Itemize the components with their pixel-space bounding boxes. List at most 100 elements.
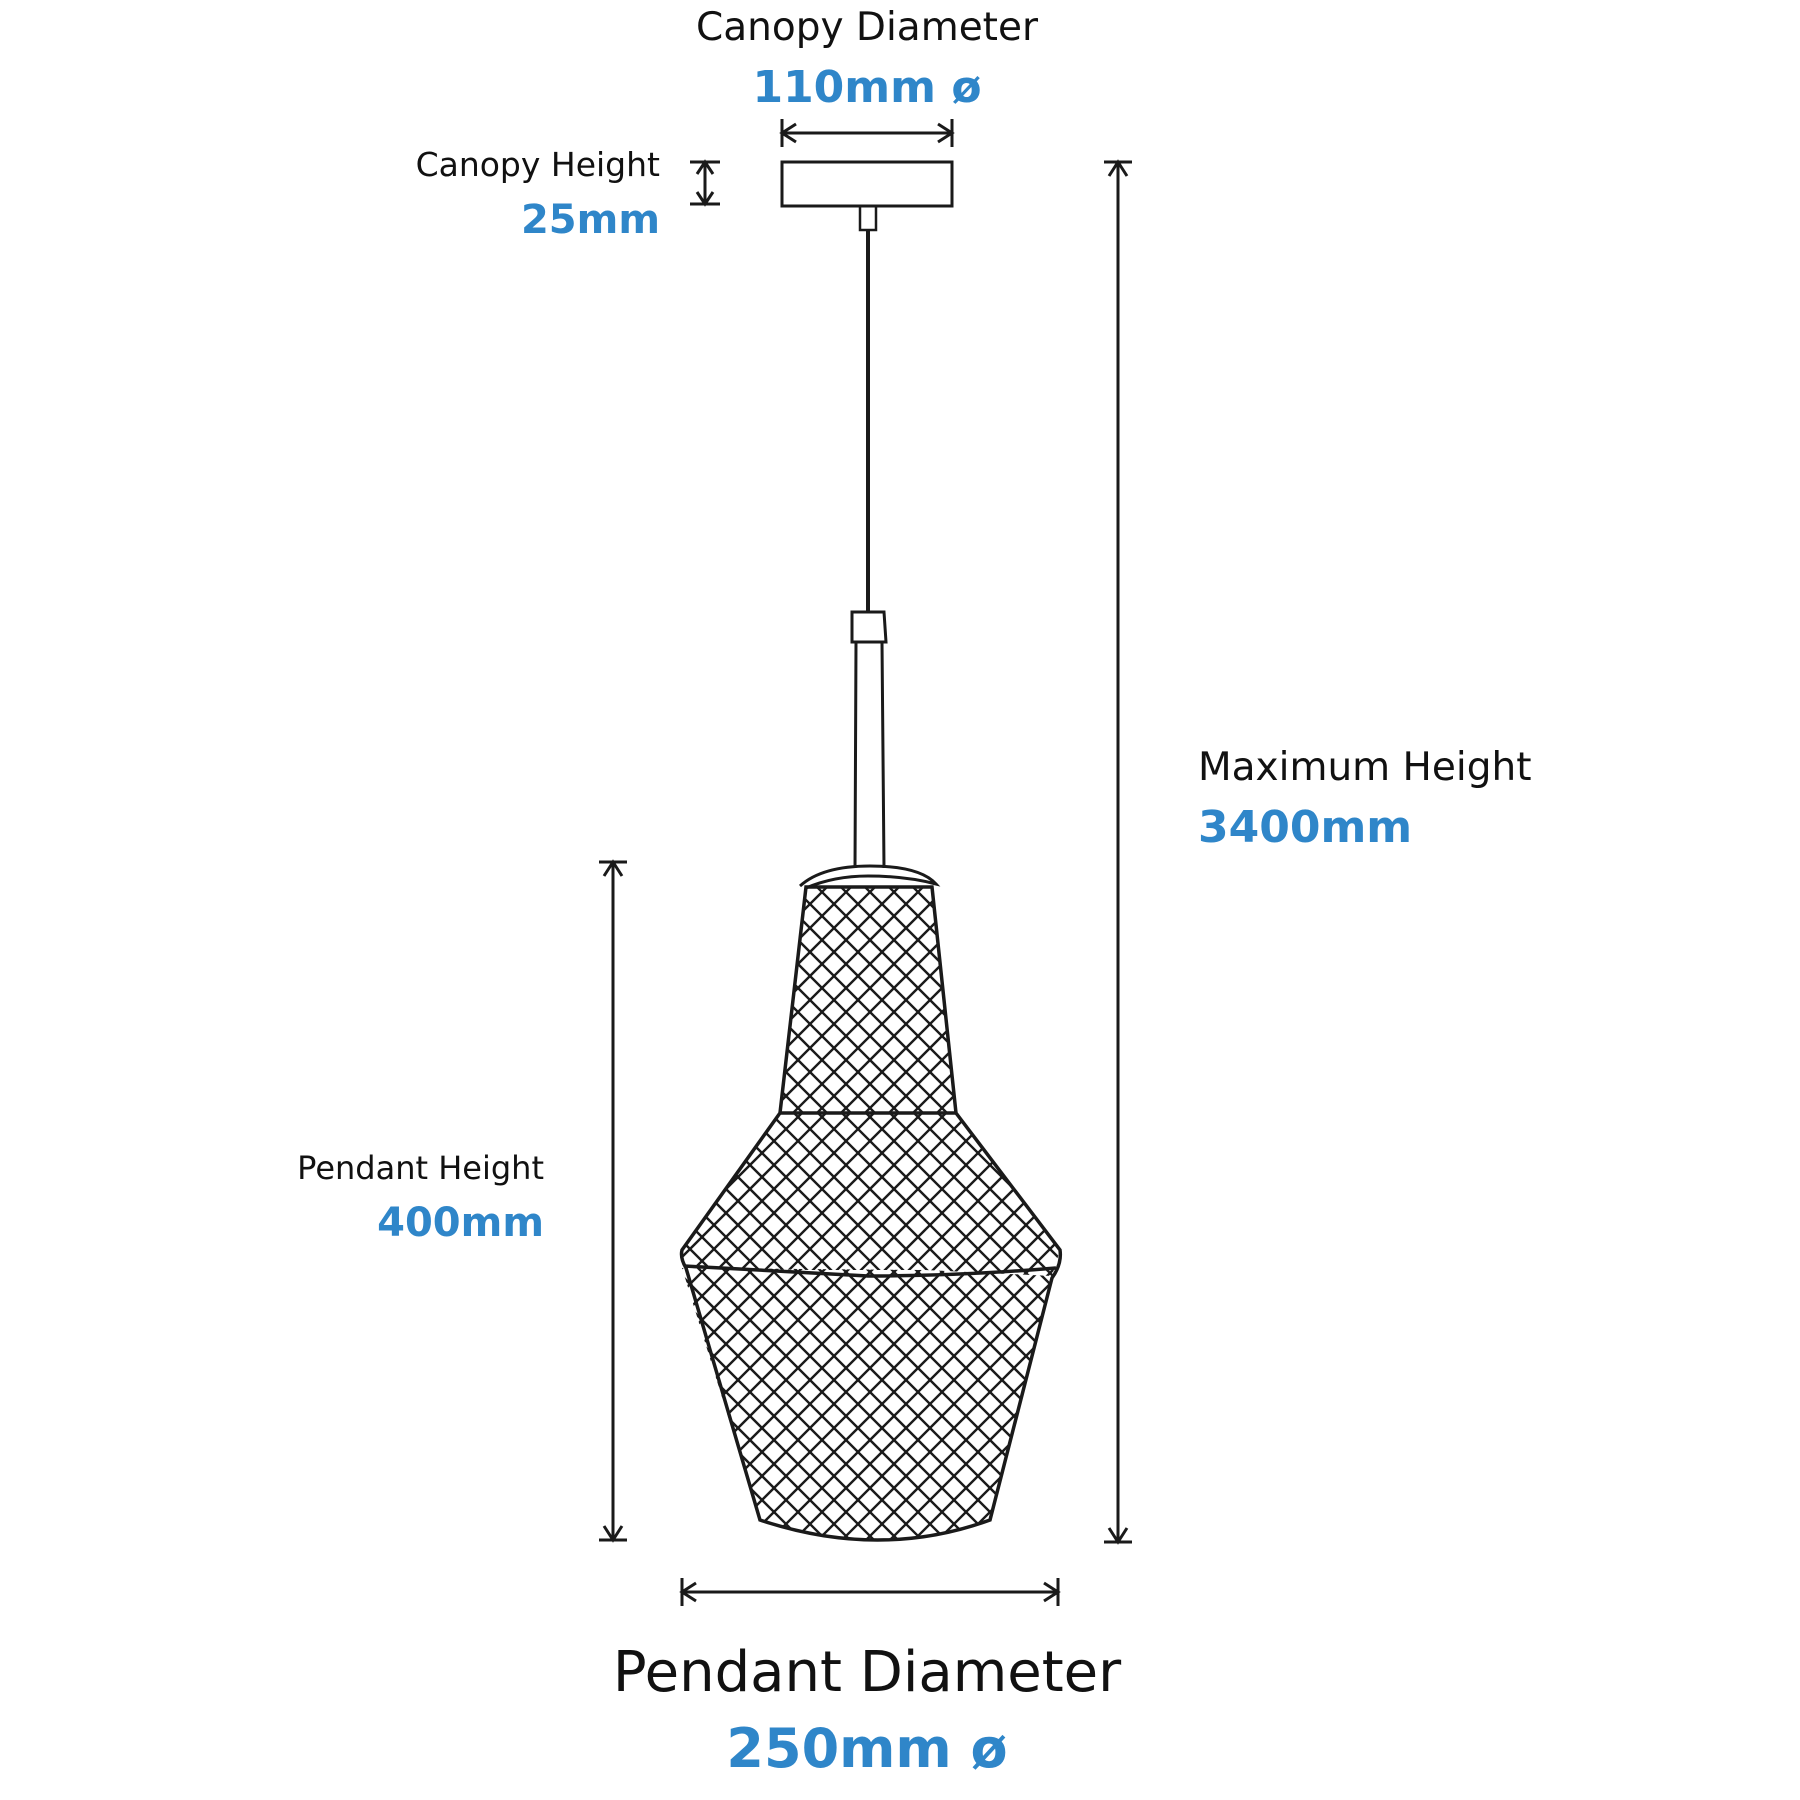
mesh-wire — [682, 1268, 811, 1540]
mesh-wire — [1026, 880, 1266, 1120]
shade-lower-seam — [683, 1264, 1057, 1278]
mesh-wire — [1302, 1105, 1482, 1285]
maximum-height-dimension — [1104, 159, 1132, 1545]
mesh-wire — [1470, 1260, 1770, 1560]
cord-grip — [850, 610, 888, 644]
mesh-wire — [845, 1113, 1027, 1276]
mesh-wire — [773, 1268, 1052, 1540]
canopy — [780, 160, 954, 208]
mesh-wire — [150, 1260, 450, 1560]
mesh-wire — [881, 887, 956, 1113]
mesh-wire — [222, 1260, 522, 1560]
mesh-wire — [1037, 1113, 1060, 1276]
mesh-wire — [689, 1268, 991, 1540]
mesh-wire — [1290, 1260, 1590, 1560]
mesh-wire — [330, 880, 570, 1120]
mesh-wire — [905, 1268, 1052, 1540]
mesh-wire — [682, 1268, 727, 1540]
mesh-upper — [306, 880, 1338, 1120]
mesh-wire — [809, 1268, 1052, 1540]
mesh-wire — [354, 1260, 654, 1560]
mesh-wire — [174, 1260, 474, 1560]
mesh-wire — [929, 887, 956, 1113]
mesh-wire — [682, 1268, 967, 1540]
mesh-wire — [682, 1268, 883, 1540]
mesh-wire — [682, 1268, 703, 1540]
mesh-wire — [18, 1260, 318, 1560]
mesh-wire — [821, 1113, 1003, 1276]
mesh-wire — [450, 1105, 630, 1285]
mesh-wire — [1098, 880, 1338, 1120]
mesh-wire — [402, 880, 642, 1120]
mesh-wire — [1338, 1260, 1638, 1560]
mesh-wire — [1398, 1105, 1578, 1285]
mesh-wire — [102, 1260, 402, 1560]
pendant-height-label: Pendant Height — [297, 1149, 544, 1187]
mesh-wire — [378, 1105, 558, 1285]
mesh-wire — [953, 887, 956, 1113]
mesh-wire — [1242, 1260, 1542, 1560]
mesh-wire — [941, 1268, 1052, 1540]
mesh-wire — [306, 880, 546, 1120]
mesh-wire — [1254, 1105, 1434, 1285]
mesh-wire — [522, 880, 762, 1120]
mesh-wire — [486, 1105, 666, 1285]
mesh-wire — [1374, 1260, 1674, 1560]
mesh-wire — [1362, 1260, 1662, 1560]
mesh-wire — [978, 880, 1218, 1120]
mesh-wire — [929, 887, 956, 1113]
mesh-wire — [785, 1113, 967, 1276]
mesh-wire — [1002, 880, 1242, 1120]
mesh-wire — [682, 1268, 871, 1540]
mesh-wire — [186, 1260, 486, 1560]
mesh-wire — [0, 1260, 294, 1560]
mesh-wire — [682, 1268, 739, 1540]
mesh-wire — [1050, 880, 1290, 1120]
mesh-wire — [354, 880, 594, 1120]
canopy-diameter-value: 110mm ø — [752, 62, 982, 113]
mesh-wire — [989, 1113, 1060, 1276]
lamp-holder — [853, 641, 886, 869]
mesh-wire — [1026, 880, 1266, 1120]
mesh-wire — [682, 1113, 787, 1276]
mesh-wire — [881, 1268, 1052, 1540]
mesh-wire — [366, 1260, 666, 1560]
mesh-wire — [1194, 1260, 1494, 1560]
mesh-wire — [318, 1105, 498, 1285]
mesh-wire — [1374, 1105, 1554, 1285]
mesh-wire — [953, 1113, 1060, 1276]
mesh-wire — [330, 880, 570, 1120]
mesh-wire — [246, 1260, 546, 1560]
mesh-wire — [1182, 1260, 1482, 1560]
mesh-wire — [1170, 1260, 1470, 1560]
mesh-wire — [701, 1268, 1003, 1540]
mesh-wire — [869, 1113, 1051, 1276]
mesh-wire — [953, 1268, 1052, 1540]
mesh-wire — [426, 880, 666, 1120]
mesh-wire — [1242, 1105, 1422, 1285]
mesh-wire — [78, 1260, 378, 1560]
mesh-wire — [258, 1105, 438, 1285]
mesh-wire — [682, 1113, 847, 1276]
mesh-wire — [378, 1260, 678, 1560]
mesh-wire — [1170, 1105, 1350, 1285]
mesh-wire — [725, 1268, 1027, 1540]
mesh-wire — [498, 880, 738, 1120]
mesh-wire — [450, 880, 690, 1120]
mesh-wire — [330, 1260, 630, 1560]
mesh-wire — [1062, 1105, 1242, 1285]
mesh-wire — [1218, 1260, 1518, 1560]
mesh-wire — [1278, 1260, 1578, 1560]
mesh-wire — [682, 1268, 931, 1540]
mesh-wire — [66, 1260, 366, 1560]
mesh-wire — [701, 1113, 883, 1276]
mesh-wire — [682, 1268, 955, 1540]
dimension-lines — [599, 119, 1132, 1606]
mesh-wire — [682, 1113, 799, 1276]
mesh-wire — [780, 887, 787, 1113]
mesh-wire — [857, 1268, 1052, 1540]
mesh-wire — [282, 1260, 582, 1560]
mesh-wire — [682, 1268, 715, 1540]
mesh-wire — [869, 1268, 1052, 1540]
